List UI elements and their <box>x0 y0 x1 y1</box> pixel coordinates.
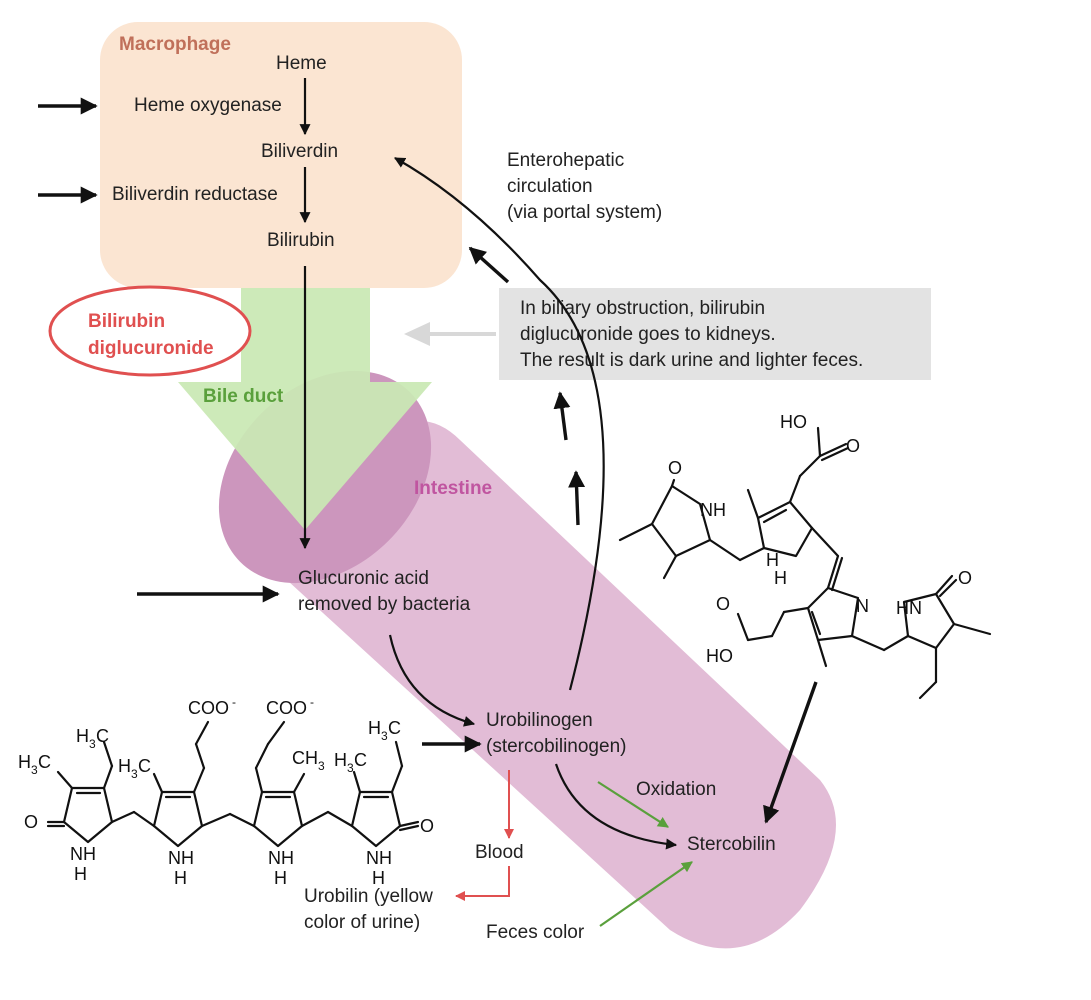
stercobilin-atom-labels: O NH H H HO O N HN O O HO <box>668 412 972 666</box>
blood-to-urobilin-arrow <box>455 866 510 901</box>
svg-text:HO: HO <box>780 412 807 432</box>
svg-text:H: H <box>305 748 318 768</box>
svg-text:H: H <box>372 868 385 888</box>
svg-text:C: C <box>388 718 401 738</box>
bilirubin-diglucuronide-ellipse <box>48 285 252 377</box>
stercobilin-structure <box>618 426 992 700</box>
feces-color-label: Feces color <box>486 922 585 943</box>
svg-text:C: C <box>96 726 109 746</box>
glucuronic-acid-line1: Glucuronic acid <box>298 568 429 589</box>
svg-text:O: O <box>668 458 682 478</box>
svg-text:-: - <box>310 695 314 709</box>
svg-text:H: H <box>274 868 287 888</box>
urobilinogen-line1: Urobilinogen <box>486 710 593 731</box>
oxidation-arrow <box>597 781 669 828</box>
svg-text:NH: NH <box>168 848 194 868</box>
svg-text:H: H <box>774 568 787 588</box>
heme-label: Heme <box>276 53 327 74</box>
urobilin-line1: Urobilin (yellow <box>304 886 433 907</box>
svg-text:NH: NH <box>366 848 392 868</box>
svg-text:3: 3 <box>89 737 96 751</box>
svg-text:3: 3 <box>31 763 38 777</box>
svg-text:O: O <box>958 568 972 588</box>
urobilin-line2: color of urine) <box>304 912 420 933</box>
svg-text:H: H <box>766 550 779 570</box>
obstruction-note-line1: In biliary obstruction, bilirubin <box>520 298 765 319</box>
intestine-label: Intestine <box>414 478 492 499</box>
svg-text:O: O <box>846 436 860 456</box>
svg-text:3: 3 <box>381 729 388 743</box>
svg-text:COO: COO <box>266 698 307 718</box>
svg-text:NH: NH <box>700 500 726 520</box>
svg-text:O: O <box>716 594 730 614</box>
svg-text:COO: COO <box>188 698 229 718</box>
glucuronic-to-urobilinogen-arrow <box>388 634 476 727</box>
urobilinogen-to-stercobilin-arrow <box>554 763 678 850</box>
svg-text:HO: HO <box>706 646 733 666</box>
svg-text:3: 3 <box>318 759 325 773</box>
urobilinogen-atom-labels: O NH H NH H NH H NH H O COO - COO - H 3 … <box>18 695 434 888</box>
biliverdin-reductase-label: Biliverdin reductase <box>112 184 278 205</box>
svg-text:O: O <box>420 816 434 836</box>
bilirubin-diglucuronide-line2: diglucuronide <box>88 338 214 359</box>
heme-oxygenase-label: Heme oxygenase <box>134 95 282 116</box>
stercobilin-label: Stercobilin <box>687 834 776 855</box>
biliverdin-label: Biliverdin <box>261 141 338 162</box>
enterohepatic-return-curve <box>394 157 605 691</box>
svg-text:O: O <box>24 812 38 832</box>
macrophage-title: Macrophage <box>119 34 231 55</box>
svg-text:H: H <box>18 752 31 772</box>
bilirubin-label: Bilirubin <box>267 230 335 251</box>
svg-text:3: 3 <box>347 761 354 775</box>
enterohepatic-line1: Enterohepatic <box>507 150 624 171</box>
svg-text:H: H <box>174 868 187 888</box>
obstruction-note-line2: diglucuronide goes to kidneys. <box>520 324 776 345</box>
glucuronic-acid-line2: removed by bacteria <box>298 594 471 615</box>
svg-text:NH: NH <box>70 844 96 864</box>
blood-label: Blood <box>475 842 524 863</box>
enterohepatic-line2: circulation <box>507 176 593 197</box>
upward-arrow-2 <box>553 391 571 441</box>
svg-text:N: N <box>856 596 869 616</box>
svg-text:-: - <box>232 695 236 709</box>
bile-duct-label: Bile duct <box>203 386 284 407</box>
svg-text:H: H <box>368 718 381 738</box>
svg-text:C: C <box>292 748 305 768</box>
bilirubin-diglucuronide-line1: Bilirubin <box>88 311 165 332</box>
stercobilin-structure-arrow <box>763 681 818 824</box>
upward-arrow-1 <box>568 470 586 526</box>
urobilinogen-structure <box>46 720 420 848</box>
feces-color-arrow <box>599 861 693 927</box>
oxidation-label: Oxidation <box>636 779 716 800</box>
svg-text:H: H <box>118 756 131 776</box>
svg-text:H: H <box>74 864 87 884</box>
kidney-gray-arrow <box>404 322 496 346</box>
enterohepatic-line3: (via portal system) <box>507 202 662 223</box>
urobilinogen-line2: (stercobilinogen) <box>486 736 626 757</box>
svg-text:H: H <box>76 726 89 746</box>
svg-text:3: 3 <box>131 767 138 781</box>
svg-text:NH: NH <box>268 848 294 868</box>
svg-text:C: C <box>138 756 151 776</box>
svg-text:C: C <box>38 752 51 772</box>
obstruction-note-line3: The result is dark urine and lighter fec… <box>520 350 863 371</box>
upward-arrow-3 <box>468 246 510 284</box>
obstruction-note-box <box>499 288 931 380</box>
svg-text:HN: HN <box>896 598 922 618</box>
svg-text:C: C <box>354 750 367 770</box>
macrophage-box <box>100 22 462 288</box>
svg-text:H: H <box>334 750 347 770</box>
